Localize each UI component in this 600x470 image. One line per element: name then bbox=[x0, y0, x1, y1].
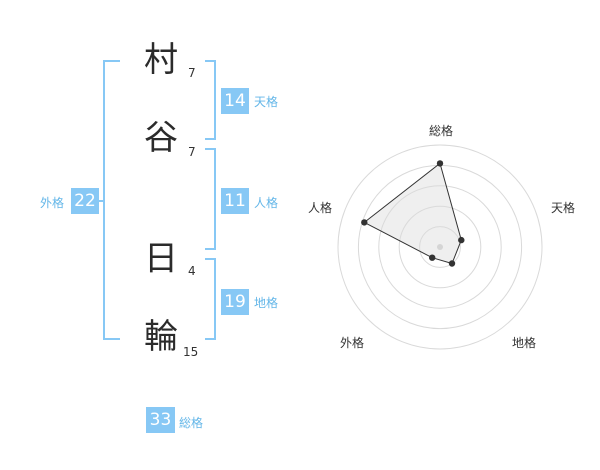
radar-point-0 bbox=[436, 160, 444, 167]
radar-point-2 bbox=[448, 260, 456, 267]
tenkaku-bracket bbox=[205, 60, 216, 140]
chikaku-bracket bbox=[205, 258, 216, 340]
radar-grid-ring bbox=[378, 185, 502, 309]
radar-point-1 bbox=[458, 236, 465, 244]
radar-center bbox=[437, 244, 443, 250]
surname-char-2: 谷 bbox=[144, 118, 178, 158]
radar-axis-label-jinkaku: 人格 bbox=[307, 201, 333, 215]
soukaku-label: 総格 bbox=[179, 416, 204, 430]
jinkaku-bracket bbox=[205, 148, 216, 250]
given-char-2-strokes: 15 bbox=[183, 345, 199, 359]
surname-char-1: 村 bbox=[144, 40, 178, 80]
tenkaku-label: 天格 bbox=[254, 95, 279, 109]
radar-grid-ring bbox=[398, 205, 482, 289]
radar-axis-label-gaikaku: 外格 bbox=[339, 336, 365, 350]
radar-series-polygon bbox=[363, 162, 462, 265]
radar-point-3 bbox=[429, 254, 436, 261]
jinkaku-score: 11 bbox=[221, 188, 249, 214]
radar-grid-ring bbox=[419, 226, 461, 268]
radar-axis-label-chikaku: 地格 bbox=[511, 336, 537, 350]
surname-char-2-strokes: 7 bbox=[188, 145, 196, 159]
radar-point-4 bbox=[361, 219, 368, 226]
given-char-1-strokes: 4 bbox=[188, 264, 196, 278]
radar-axis-label-soukaku: 総格 bbox=[428, 124, 454, 138]
chikaku-score: 19 bbox=[221, 289, 249, 315]
jinkaku-label: 人格 bbox=[254, 196, 279, 210]
soukaku-score: 33 bbox=[146, 407, 175, 433]
chikaku-label: 地格 bbox=[254, 296, 279, 310]
given-char-1: 日 bbox=[144, 239, 178, 279]
gaikaku-score: 22 bbox=[71, 188, 99, 214]
radar-grid-ring bbox=[337, 144, 543, 350]
tenkaku-score: 14 bbox=[221, 88, 249, 114]
surname-char-1-strokes: 7 bbox=[188, 66, 196, 80]
given-char-2: 輪 bbox=[144, 317, 178, 357]
radar-axis-label-tenkaku: 天格 bbox=[550, 201, 576, 215]
gaikaku-label: 外格 bbox=[40, 196, 65, 210]
